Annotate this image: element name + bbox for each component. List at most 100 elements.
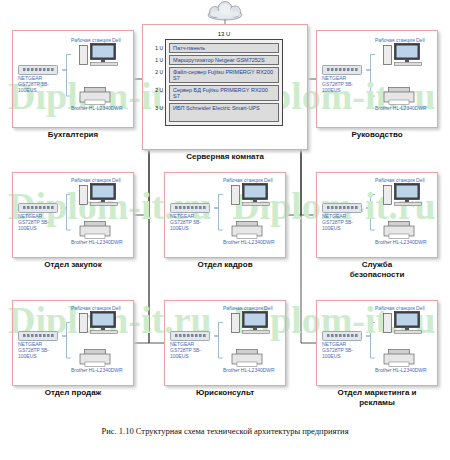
printer-icon <box>79 87 111 105</box>
switch-port <box>331 334 334 337</box>
switch-port <box>195 334 198 337</box>
switch-port <box>23 206 26 209</box>
monitor-screen <box>397 314 418 326</box>
workstation: Рабочая станция Dell <box>71 37 131 66</box>
department-box: Отдел продажNETGEAR GS728TP 5B-100EUSРаб… <box>12 300 134 386</box>
printer-label: Brother HL-L2340DWR <box>71 105 131 111</box>
switch-body <box>323 66 362 75</box>
switch-port <box>179 206 182 209</box>
switch-port <box>199 206 202 209</box>
printer-icon <box>383 349 415 367</box>
switch-port <box>195 206 198 209</box>
switch-port <box>351 206 354 209</box>
switch-port <box>355 334 358 337</box>
printer-icon <box>79 349 111 367</box>
paper-tray <box>237 362 257 367</box>
switch-port <box>39 206 42 209</box>
keyboard <box>91 63 118 66</box>
switch-body <box>19 204 58 213</box>
switch-port <box>203 206 206 209</box>
paper-tray <box>85 362 105 367</box>
monitor-stand <box>253 200 257 203</box>
printer-icon <box>383 87 415 105</box>
switch-label: NETGEAR GS728TP 5B-100EUS <box>170 213 214 231</box>
printer-label: Brother HL-L2340DWR <box>375 105 435 111</box>
keyboard <box>395 63 422 66</box>
printer: Brother HL-L2340DWR <box>375 349 435 373</box>
workstation-label: Рабочая станция Dell <box>71 177 131 183</box>
switch-port <box>31 68 34 71</box>
paper-tray <box>85 100 105 105</box>
switch-port <box>343 334 346 337</box>
switch-body <box>171 204 210 213</box>
workstation-label: Рабочая станция Dell <box>375 37 435 43</box>
workstation-icon <box>383 311 427 334</box>
switch-label: NETGEAR GS728TP 5B-100EUS <box>18 341 62 359</box>
tower-case <box>384 186 392 205</box>
switch-port <box>351 68 354 71</box>
switch-label: NETGEAR GS728TP 5B-100EUS <box>18 75 62 93</box>
department-name: Отдел кадров <box>165 260 285 270</box>
printer-label: Brother HL-L2340DWR <box>223 239 283 245</box>
network-switch: NETGEAR GS728TP 5B-100EUS <box>18 65 62 93</box>
switch-port <box>355 68 358 71</box>
workstation: Рабочая станция Dell <box>223 177 283 206</box>
monitor-frame <box>395 44 420 60</box>
network-link <box>214 336 223 358</box>
workstation-icon <box>383 43 427 66</box>
switch-icon <box>170 203 210 213</box>
switch-port <box>343 68 346 71</box>
paper-tray <box>389 100 409 105</box>
switch-body <box>19 332 58 341</box>
rack-device-name: Маршрутизатор Netgear GSM7252S <box>173 57 275 63</box>
switch-port <box>43 68 46 71</box>
rack-unit: 1 UМаршрутизатор Netgear GSM7252S <box>169 55 279 65</box>
switch-port <box>183 334 186 337</box>
switch-port <box>187 334 190 337</box>
network-switch: NETGEAR GS728TP 5B-100EUS <box>322 65 366 93</box>
switch-port <box>351 334 354 337</box>
switch-port <box>179 334 182 337</box>
rack-device-name: Патч-панель <box>173 45 275 51</box>
tower-case <box>384 46 392 65</box>
switch-port <box>51 334 54 337</box>
department-box: РуководствоNETGEAR GS728TP 5B-100EUSРабо… <box>316 30 438 128</box>
switch-icon <box>322 331 362 341</box>
tower-case <box>232 314 240 333</box>
switch-port <box>51 206 54 209</box>
switch-port <box>347 206 350 209</box>
workstation: Рабочая станция Dell <box>375 305 435 334</box>
switch-port <box>51 68 54 71</box>
printer-label: Brother HL-L2340DWR <box>375 367 435 373</box>
server-rack: 13 U1 UПатч-панель1 UМаршрутизатор Netge… <box>165 39 283 126</box>
department-box: Отдел закупокNETGEAR GS728TP 5B-100EUSРа… <box>12 172 134 258</box>
switch-port <box>187 206 190 209</box>
switch-label: NETGEAR GS728TP 5B-100EUS <box>322 213 366 231</box>
switch-body <box>19 66 58 75</box>
switch-port <box>339 68 342 71</box>
keyboard <box>395 203 422 206</box>
switch-port <box>47 334 50 337</box>
network-link <box>214 323 223 337</box>
figure-caption: Рис. 1.10 Структурная схема технической … <box>0 426 450 436</box>
monitor-frame <box>91 184 116 200</box>
keyboard <box>91 203 118 206</box>
workstation-label: Рабочая станция Dell <box>71 37 131 43</box>
workstation-icon <box>79 183 123 206</box>
workstation: Рабочая станция Dell <box>375 177 435 206</box>
paper-tray <box>85 234 105 239</box>
network-link <box>214 195 223 209</box>
department-box: Отдел маркетинга и рекламыNETGEAR GS728T… <box>316 300 438 386</box>
rack-device-name: Сервер БД Fujitsu PRIMERGY RX200 S7 <box>173 87 275 99</box>
tower-case <box>80 186 88 205</box>
workstation-icon <box>231 311 275 334</box>
switch-port <box>339 334 342 337</box>
department-name: Отдел закупок <box>13 260 133 270</box>
switch-icon <box>170 331 210 341</box>
printer: Brother HL-L2340DWR <box>71 349 131 373</box>
rack-device-name: ИБП Schneider Electric Smart-UPS <box>173 105 275 111</box>
rack-unit: 3 UИБП Schneider Electric Smart-UPS <box>169 103 279 122</box>
printer-icon <box>79 221 111 239</box>
